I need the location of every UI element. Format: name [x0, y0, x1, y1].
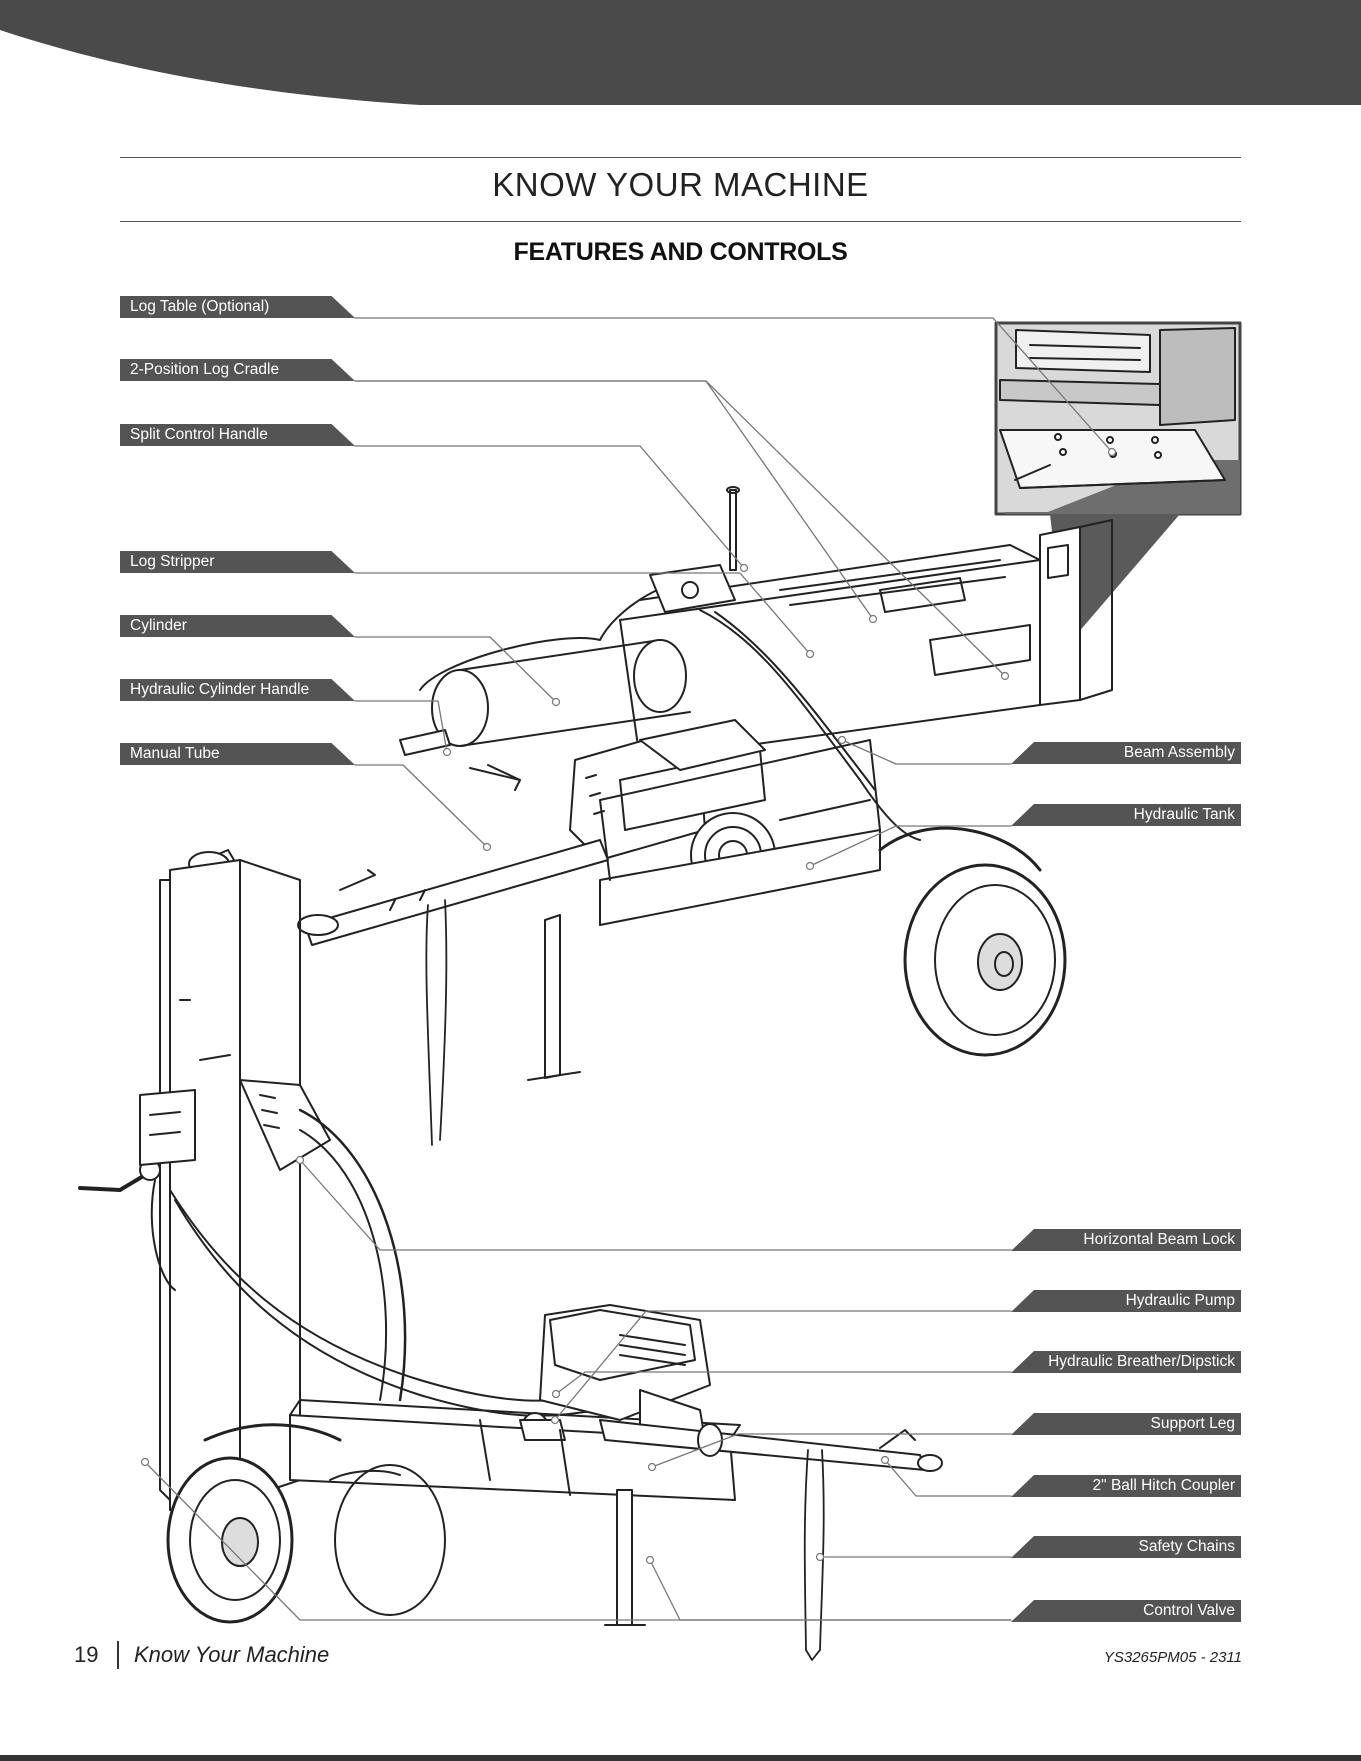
page-bottom-rule — [0, 1755, 1361, 1761]
page-number: 19 — [74, 1642, 99, 1667]
title-top-rule — [120, 157, 1241, 158]
log-table-inset — [994, 321, 1242, 648]
label-hydraulic-pump: Hydraulic Pump — [1011, 1290, 1241, 1312]
page-title: KNOW YOUR MACHINE — [492, 166, 869, 203]
label-beam-assembly: Beam Assembly — [1011, 742, 1241, 764]
label-hydraulic-breather-dipstick: Hydraulic Breather/Dipstick — [1011, 1351, 1241, 1373]
section-subtitle: FEATURES AND CONTROLS — [513, 238, 848, 266]
label-split-control-handle: Split Control Handle — [120, 424, 355, 446]
footer-separator — [117, 1641, 119, 1669]
label-manual-tube: Manual Tube — [120, 743, 355, 765]
label-log-stripper: Log Stripper — [120, 551, 355, 573]
footer-section-title: Know Your Machine — [134, 1642, 330, 1667]
label-horizontal-beam-lock: Horizontal Beam Lock — [1011, 1229, 1241, 1251]
label-hydraulic-cylinder-handle: Hydraulic Cylinder Handle — [120, 679, 355, 701]
label-control-valve: Control Valve — [1011, 1600, 1241, 1622]
label-log-cradle: 2-Position Log Cradle — [120, 359, 355, 381]
label-support-leg: Support Leg — [1011, 1413, 1241, 1435]
label-hydraulic-tank: Hydraulic Tank — [1011, 804, 1241, 826]
label-ball-hitch-coupler: 2" Ball Hitch Coupler — [1011, 1475, 1241, 1497]
label-log-table: Log Table (Optional) — [120, 296, 355, 318]
title-bottom-rule — [120, 221, 1241, 222]
header-banner — [0, 0, 1361, 105]
document-code: YS3265PM05 - 2311 — [1103, 1649, 1242, 1666]
label-safety-chains: Safety Chains — [1011, 1536, 1241, 1558]
label-cylinder: Cylinder — [120, 615, 355, 637]
horizontal-splitter — [188, 486, 1113, 1146]
vertical-splitter — [78, 859, 943, 1661]
